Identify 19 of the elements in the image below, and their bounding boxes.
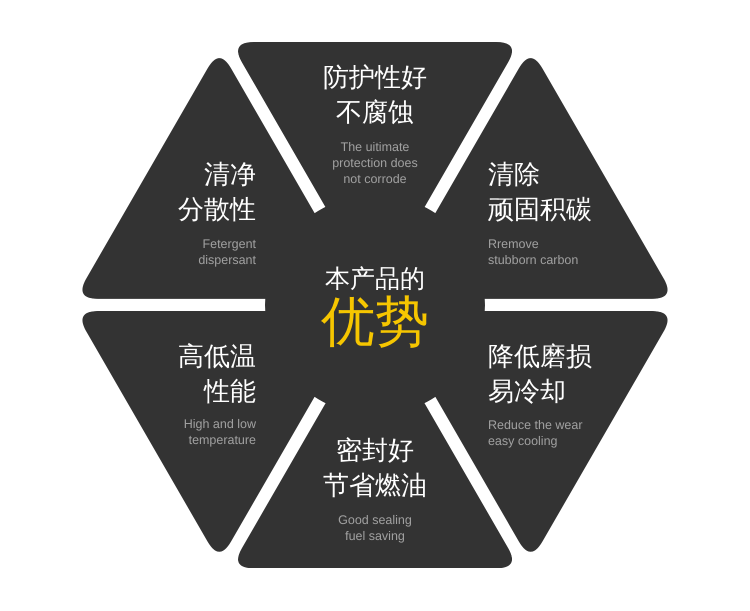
feature-description: Reduce the wear easy cooling [488,417,584,449]
center-heading: 本产品的 [325,264,425,294]
feature-title: 防护性好不腐蚀 [322,62,427,130]
highlight-title: 优势 [321,293,429,351]
feature-title: 清净分散性 [178,159,256,228]
triangle-panel [434,311,668,552]
triangle-panel [82,311,316,552]
feature-description: The uitimate protection does not corrode [331,138,419,187]
center-panel [265,195,485,415]
feature-description: High and low temperature [182,416,256,448]
triangle-panel [82,58,316,299]
feature-title: 密封好节省燃油 [322,435,427,504]
feature-title: 清除顽固积碳 [488,159,592,228]
feature-description: Fetergent dispersant [197,236,256,268]
feature-description: Good sealing fuel saving [337,512,413,544]
feature-title: 降低磨损易冷却 [488,340,592,408]
feature-title: 高低温性能 [178,340,256,408]
triangle-panel [434,58,668,299]
feature-description: Rremove stubborn carbon [488,236,580,268]
